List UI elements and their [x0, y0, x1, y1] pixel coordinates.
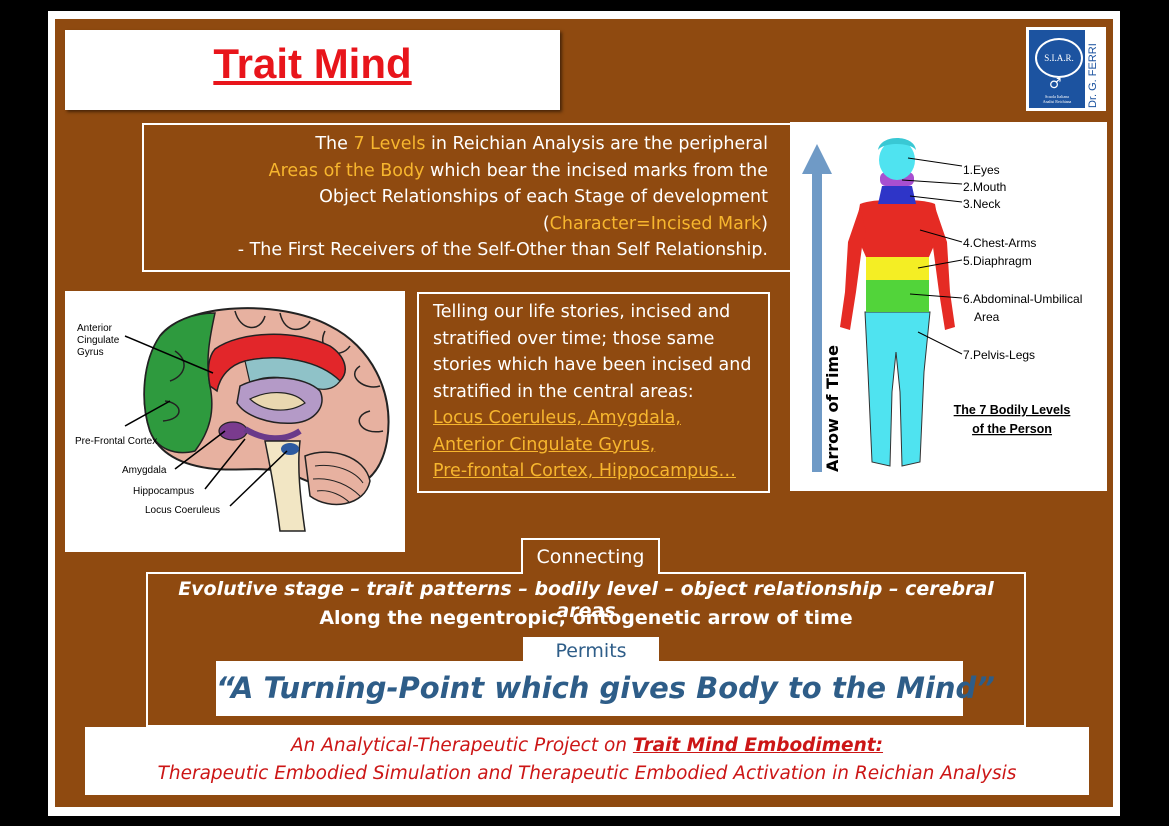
intro-text: The 7 Levels in Reichian Analysis are th… — [142, 123, 794, 272]
brain-illustration: Anterior Cingulate Gyrus Pre-Frontal Cor… — [65, 291, 405, 552]
label-pfc: Pre-Frontal Cortex — [75, 436, 157, 447]
stories-text: Telling our life stories, incised and st… — [433, 302, 752, 402]
body-levels-panel: Arrow of Time 1.Eyes 2.Mouth 3.Neck 4.Ch… — [790, 122, 1107, 491]
trait-mind-embodiment: Trait Mind Embodiment: — [632, 735, 884, 756]
connecting-tab: Connecting — [521, 538, 660, 574]
title-box: Trait Mind — [65, 30, 560, 110]
label-hippocampus: Hippocampus — [133, 486, 194, 497]
brain-drawing: Anterior Cingulate Gyrus Pre-Frontal Cor… — [75, 307, 390, 532]
connecting-line-2: Along the negentropic, ontogenetic arrow… — [319, 607, 853, 629]
permits-label: Permits — [523, 637, 659, 663]
label-acg-3: Gyrus — [77, 347, 104, 358]
level-6-label: 6.Abdominal-Umbilical — [963, 292, 1082, 306]
label-locus: Locus Coeruleus — [145, 505, 220, 516]
body-caption-1: The 7 Bodily Levels — [954, 403, 1071, 417]
label-acg-2: Cingulate — [77, 335, 120, 346]
level-6-label-cont: Area — [974, 310, 1000, 324]
label-acg-1: Anterior — [77, 323, 113, 334]
level-2-label: 2.Mouth — [963, 180, 1006, 194]
project-line-1: An Analytical-Therapeutic Project on Tra… — [290, 735, 884, 756]
link-prefrontal-hippocampus[interactable]: Pre-frontal Cortex, Hippocampus… — [433, 461, 736, 481]
link-anterior-cingulate[interactable]: Anterior Cingulate Gyrus, — [433, 434, 656, 455]
connecting-line-1: Evolutive stage – trait patterns – bodil… — [178, 578, 994, 622]
link-locus-amygdala[interactable]: Locus Coeruleus, Amygdala, — [433, 408, 681, 428]
body-levels-drawing: Arrow of Time 1.Eyes 2.Mouth 3.Neck 4.Ch… — [802, 138, 1082, 472]
project-line-2: Therapeutic Embodied Simulation and Ther… — [157, 763, 1017, 784]
page-title: Trait Mind — [213, 40, 412, 87]
body-caption-2: of the Person — [972, 422, 1052, 436]
logo-symbol-icon: ♂ — [1049, 76, 1062, 92]
level-5-label: 5.Diaphragm — [963, 254, 1032, 268]
level-3-label: 3.Neck — [963, 197, 1001, 211]
level-7-label: 7.Pelvis-Legs — [963, 348, 1035, 362]
turning-point-quote: “A Turning-Point which gives Body to the… — [216, 661, 995, 716]
logo-oval: S.I.A.R. — [1035, 38, 1083, 78]
arrow-up-icon — [802, 144, 832, 472]
project-banner: An Analytical-Therapeutic Project on Tra… — [85, 727, 1089, 795]
arrow-of-time-label: Arrow of Time — [823, 345, 842, 472]
label-amygdala: Amygdala — [122, 465, 167, 476]
level-1-label: 1.Eyes — [963, 163, 1000, 177]
level-4-label: 4.Chest-Arms — [963, 236, 1036, 250]
stories-box: Telling our life stories, incised and st… — [417, 292, 770, 493]
logo-author: Dr. G. FERRI — [1087, 43, 1099, 108]
